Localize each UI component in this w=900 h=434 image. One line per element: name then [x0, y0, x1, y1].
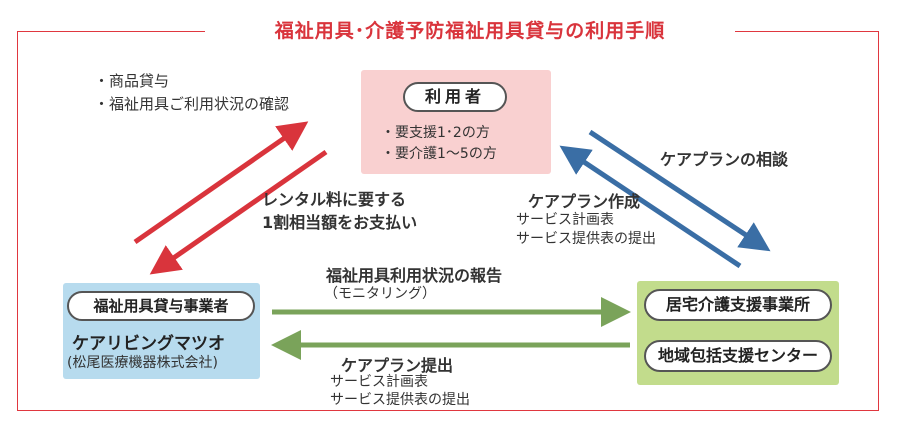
arrow-user-to-office: [588, 129, 771, 252]
care-plan-submit-line2: サービス提供表の提出: [330, 392, 470, 408]
arrow-office-to-user: [559, 145, 742, 269]
office-home-care: 居宅介護支援事業所: [644, 289, 832, 321]
care-plan-create-line2: サービス提供表の提出: [516, 231, 656, 247]
office-community-center: 地域包括支援センター: [644, 340, 832, 372]
care-plan-consult: ケアプランの相談: [660, 150, 789, 169]
provider-company: (松尾医療機器株式会社): [67, 355, 218, 371]
monitoring-report-heading: 福祉用具利用状況の報告: [326, 266, 503, 285]
care-plan-create-heading: ケアプラン作成: [528, 192, 641, 211]
user-item-care: ・要介護1～5の方: [381, 146, 497, 162]
rental-payment-line2: 1割相当額をお支払い: [262, 213, 418, 232]
care-plan-create-line1: サービス計画表: [516, 212, 614, 228]
care-plan-submit-heading: ケアプラン提出: [341, 356, 454, 375]
arrow-user-to-provider: [149, 149, 328, 275]
user-item-support: ・要支援1･2の方: [381, 125, 490, 141]
note-rental: ・商品貸与: [94, 72, 170, 90]
care-plan-submit-line1: サービス計画表: [330, 374, 428, 390]
note-usage-check: ・福祉用具ご利用状況の確認: [94, 95, 290, 113]
monitoring-report-sub: （モニタリング）: [324, 286, 436, 302]
diagram-title: 福祉用具･介護予防福祉用具貸与の利用手順: [205, 14, 735, 48]
provider-label: 福祉用具貸与事業者: [67, 291, 255, 321]
provider-name: ケアリビングマツオ: [72, 334, 225, 354]
user-label: 利用者: [403, 82, 507, 112]
rental-payment-line1: レンタル料に要する: [262, 190, 407, 209]
arrow-provider-to-user: [133, 121, 309, 245]
